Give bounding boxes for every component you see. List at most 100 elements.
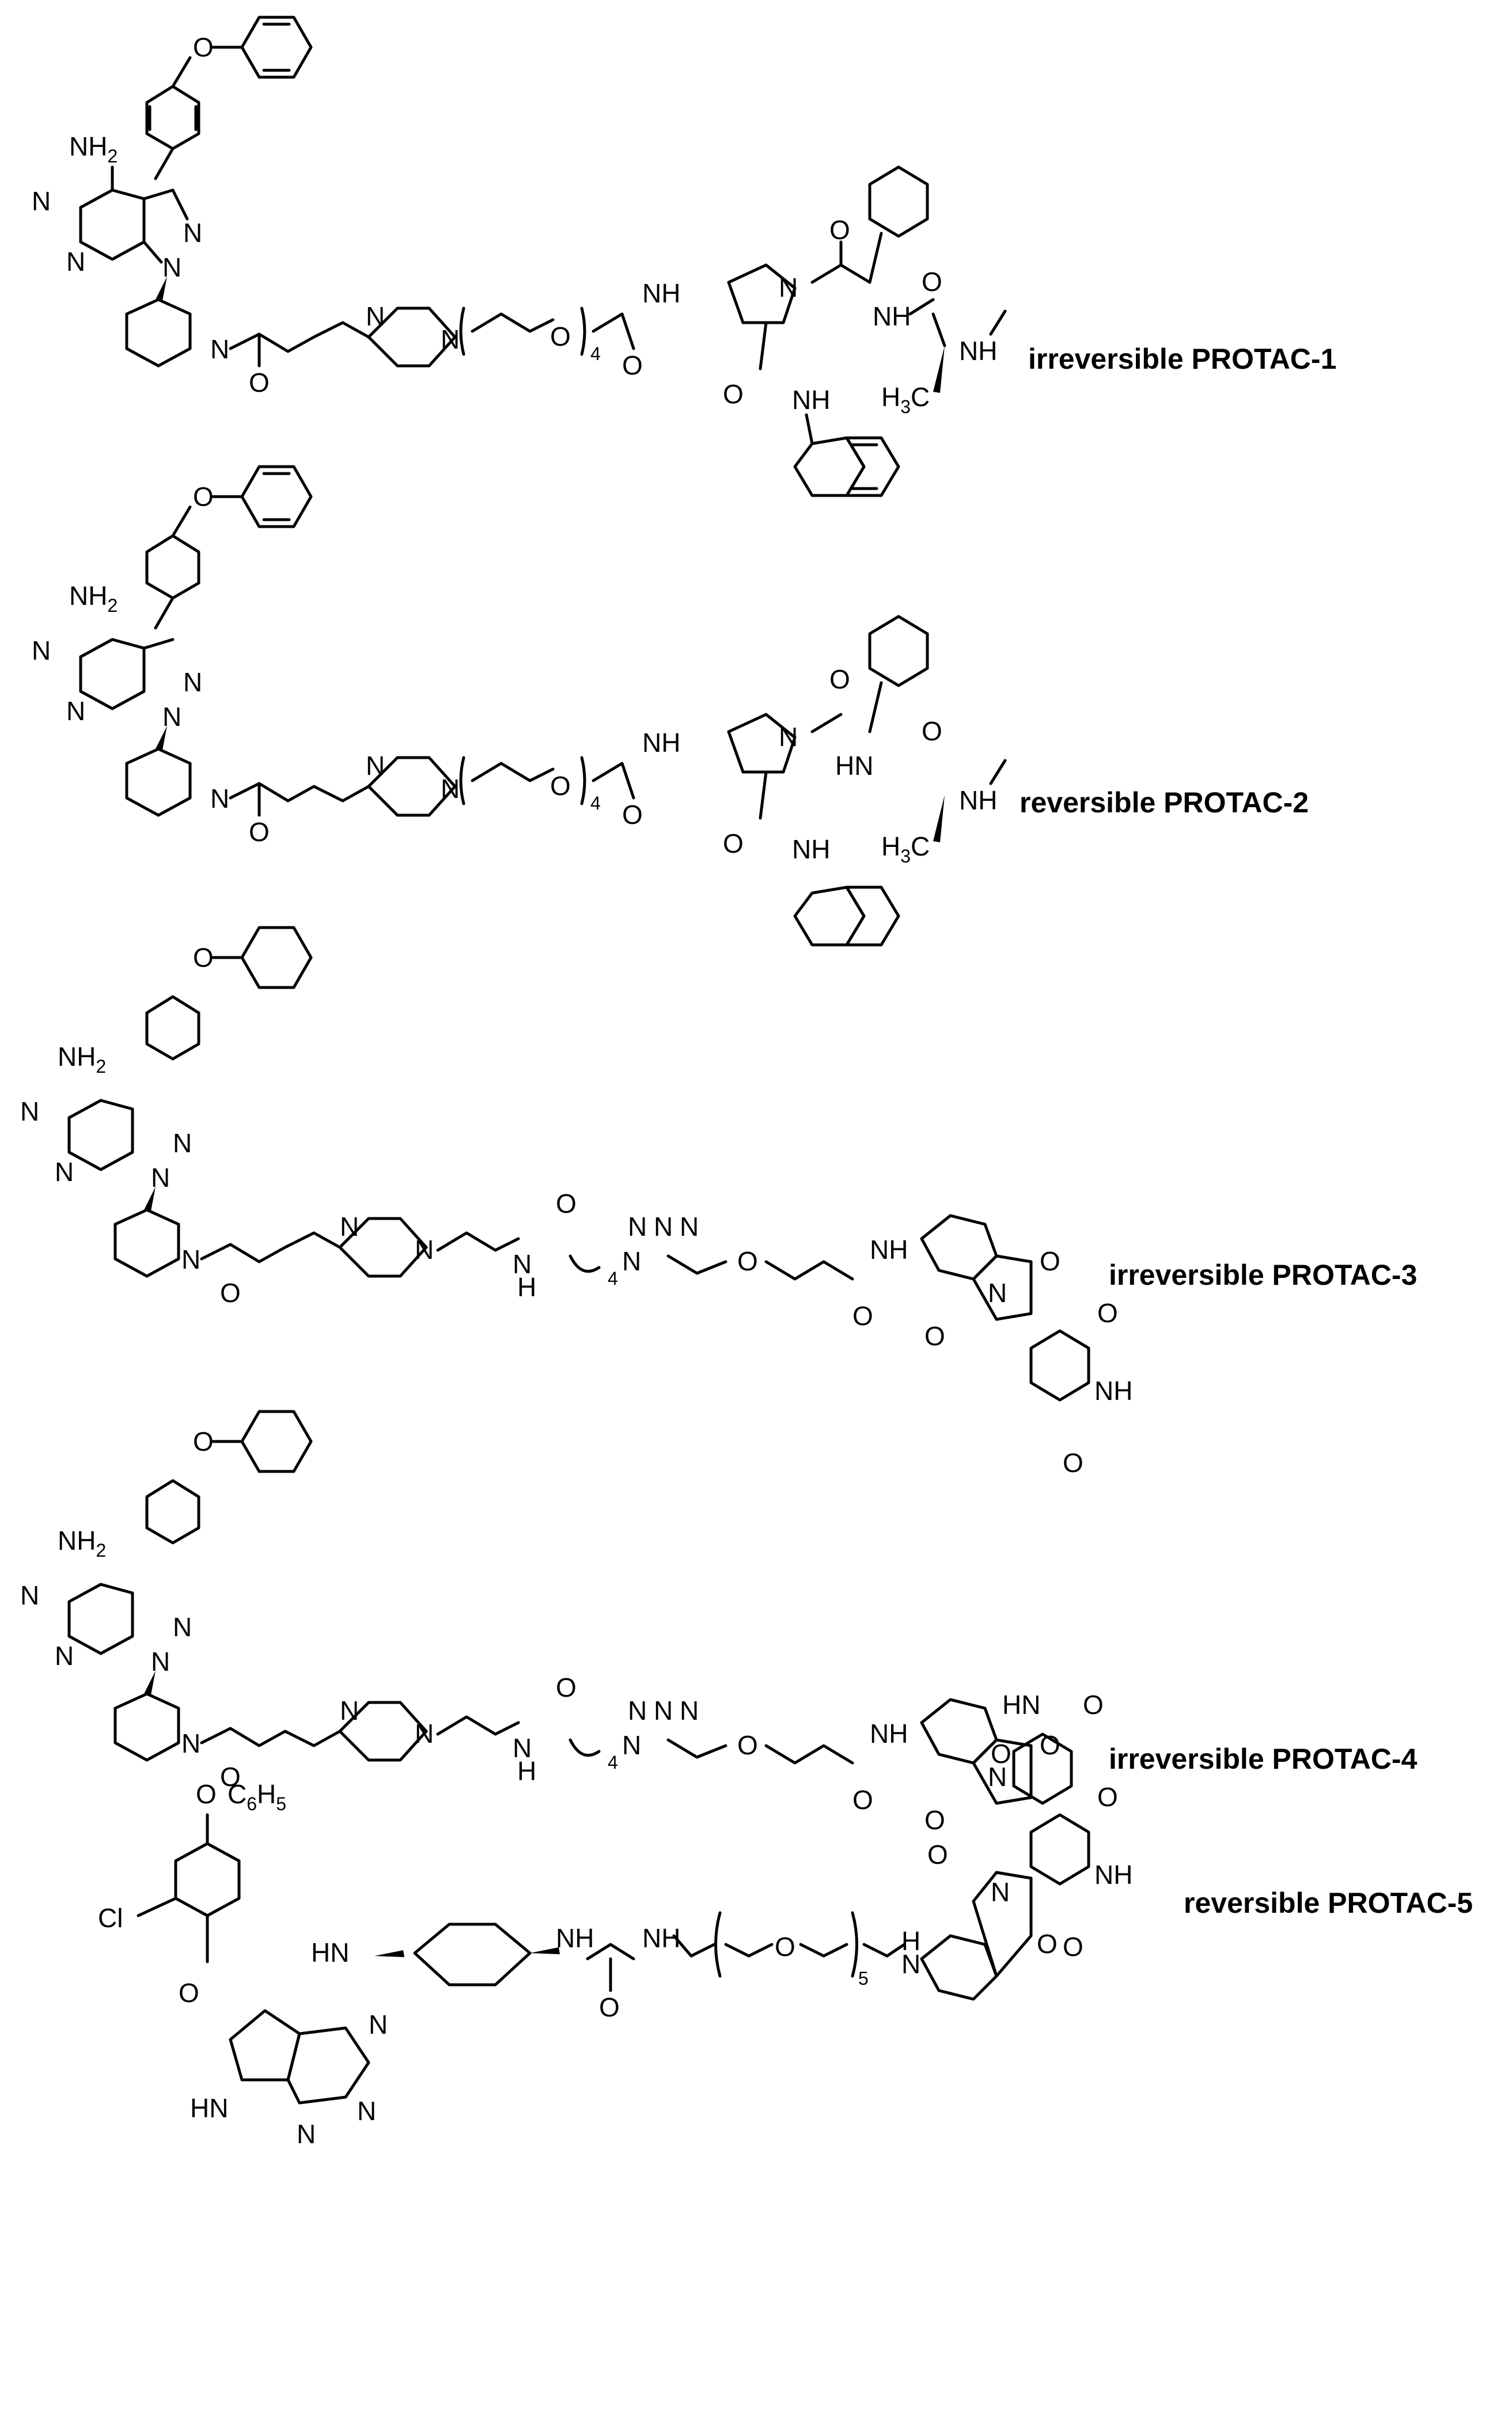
atom-N: N [173,1612,192,1642]
atom-O: O [550,321,571,351]
atom-O: O [737,1246,758,1276]
linker-chain: O N N O 4 O NH [229,278,680,398]
atom-O: O [775,1932,795,1962]
atom-N: N [628,1696,647,1726]
atom-O: O [829,215,850,245]
atom-NH: NH [959,336,997,366]
atom-O: O [723,379,744,409]
atom-HN: HN [311,1938,349,1967]
atom-N: N [988,1278,1007,1308]
atom-N: N [210,334,229,364]
atom-O: O [927,1840,948,1870]
atom-O: O [196,1779,217,1809]
phenoxyphenyl-group: O [145,465,313,630]
atom-NH: NH [873,301,911,331]
repeat-count: 5 [858,1968,869,1989]
compound-4: O NH2 N N N N N O N N N H O 4 N N N N O … [20,1410,1418,1962]
atom-N: N [988,1762,1007,1792]
thalidomide-group: O N O O HN O [920,1690,1104,2001]
atom-O: O [829,664,850,694]
atom-N: N [366,301,385,331]
repeat-count: 4 [608,1268,618,1289]
atom-N: N [55,1157,74,1187]
atom-O: O [193,1426,214,1456]
pyrazolopyrimidine-core: NH2 N N N N [32,581,202,732]
compound-label: irreversible PROTAC-4 [1109,1743,1418,1775]
atom-N: N [162,702,181,732]
piperidine-ring: N [125,277,229,368]
atom-N: N [181,1244,200,1274]
atom-N: N [622,1730,641,1760]
atom-O: O [737,1730,758,1760]
phenoxyphenyl-group: O [145,926,313,1061]
atom-HN: HN [190,2093,228,2123]
atom-O: O [599,1992,620,2022]
piperidine-ring: N [113,1187,200,1278]
pyrazolopyrimidine-core: NH2 N N N N [20,1526,192,1677]
atom-O: O [924,1805,945,1835]
atom-NH: NH [959,785,997,815]
thalidomide-group: O N O O NH O [920,1698,1132,1962]
atom-N: N [162,252,181,282]
atom-O: O [622,350,643,380]
atom-NH: NH [642,728,680,758]
atom-O: O [220,1762,241,1792]
atom-N: N [779,273,798,302]
atom-O: O [723,828,744,858]
atom-N: N [369,2010,388,2040]
phenoxyphenyl-group: O [145,16,313,180]
atom-N: N [680,1212,699,1242]
atom-O: O [1063,1932,1083,1962]
compound-label: irreversible PROTAC-1 [1028,343,1336,375]
atom-N: N [181,1728,200,1758]
atom-N: N [441,774,460,804]
atom-N: N [357,2096,376,2126]
atom-N: N [654,1212,673,1242]
atom-O: O [922,267,942,297]
atom-O: O [193,32,214,62]
thalidomide-group: O N O O NH O [920,1214,1132,1478]
atom-N: N [680,1696,699,1726]
phenyl-substituent: C6H5 [228,1779,286,1814]
atom-N: N [32,635,51,665]
repeat-count: 4 [608,1752,618,1773]
atom-HN: HN [1002,1690,1040,1720]
atom-N: N [210,784,229,813]
atom-N: N [366,751,385,781]
atom-N: N [66,696,85,726]
repeat-count: 4 [590,343,601,364]
atom-Cl: Cl [98,1903,123,1933]
atom-O: O [1040,1246,1060,1276]
atom-N: N [66,247,85,277]
cyclohexane-ring: NH [374,1923,594,1986]
aryl-ketone-group: O C6H5 Cl O [98,1779,286,2008]
atom-N: N [415,1719,434,1749]
atom-N: N [32,186,51,216]
atom-N: N [779,722,798,752]
atom-NH2: NH2 [58,1042,106,1077]
atom-N: N [628,1212,647,1242]
repeat-count: 4 [590,793,601,813]
atom-N: N [20,1580,39,1610]
compound-1: O NH2 N N N N N O N N O 4 O [32,16,1336,497]
atom-N: N [55,1641,74,1671]
atom-NH: NH [556,1923,594,1953]
atom-O: O [1063,1448,1083,1478]
atom-O: O [179,1978,199,2008]
linker-chain: O N N O 4 O NH [229,728,680,847]
pyrazolopyrimidine-core: NH2 N N N N [20,1042,192,1193]
compound-5: O C6H5 Cl O HN N N N HN NH O NH O 5 H [98,1690,1473,2149]
atom-NH: NH [642,278,680,308]
smac-mimetic-peptide: N O HN O NH H3C O NH [723,615,1007,947]
atom-N: N [151,1647,170,1677]
atom-O: O [249,817,270,847]
piperidine-ring: N [125,726,229,817]
atom-O: O [1083,1690,1104,1720]
atom-NH: NH [870,1719,908,1749]
pyrrolopyrimidine-core: HN N N N HN [190,1938,388,2149]
atom-NH: NH [1094,1376,1132,1406]
atom-O: O [622,800,643,830]
atom-O: O [852,1785,873,1815]
atom-N: N [513,1733,532,1763]
